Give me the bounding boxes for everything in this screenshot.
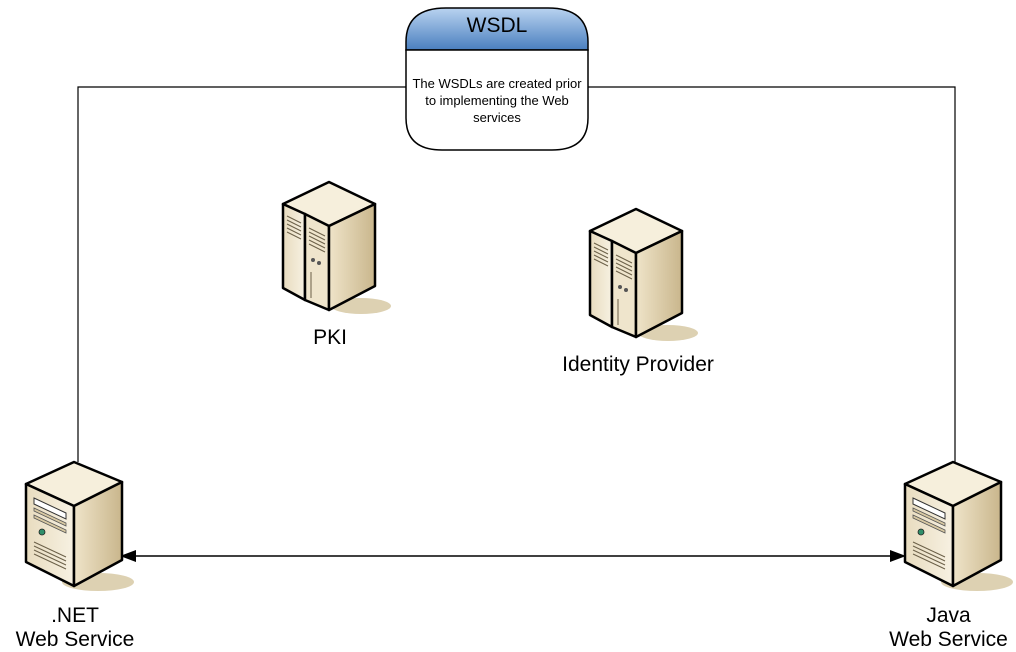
java-server-icon[interactable] xyxy=(903,460,1015,593)
connector-wsdl-to-java xyxy=(588,86,956,462)
pki-server-icon[interactable] xyxy=(281,180,393,316)
wsdl-body-box xyxy=(405,49,589,151)
identity-provider-label: Identity Provider xyxy=(562,353,714,376)
identity-provider-server-icon[interactable] xyxy=(588,207,700,343)
connector-wsdl-to-dotnet xyxy=(77,86,406,462)
connector-lines xyxy=(77,86,956,462)
wsdl-header-band xyxy=(405,7,589,51)
dotnet-service-label: .NET Web Service xyxy=(15,604,135,652)
java-service-label: Java Web Service xyxy=(889,604,1008,652)
pki-label: PKI xyxy=(313,326,347,349)
wsdl-note: The WSDLs are created prior to implement… xyxy=(412,76,582,126)
bidirectional-arrow xyxy=(120,550,906,562)
dotnet-server-icon[interactable] xyxy=(24,460,136,593)
wsdl-title: WSDL xyxy=(466,14,528,37)
wsdl-document-shape[interactable] xyxy=(405,7,589,151)
